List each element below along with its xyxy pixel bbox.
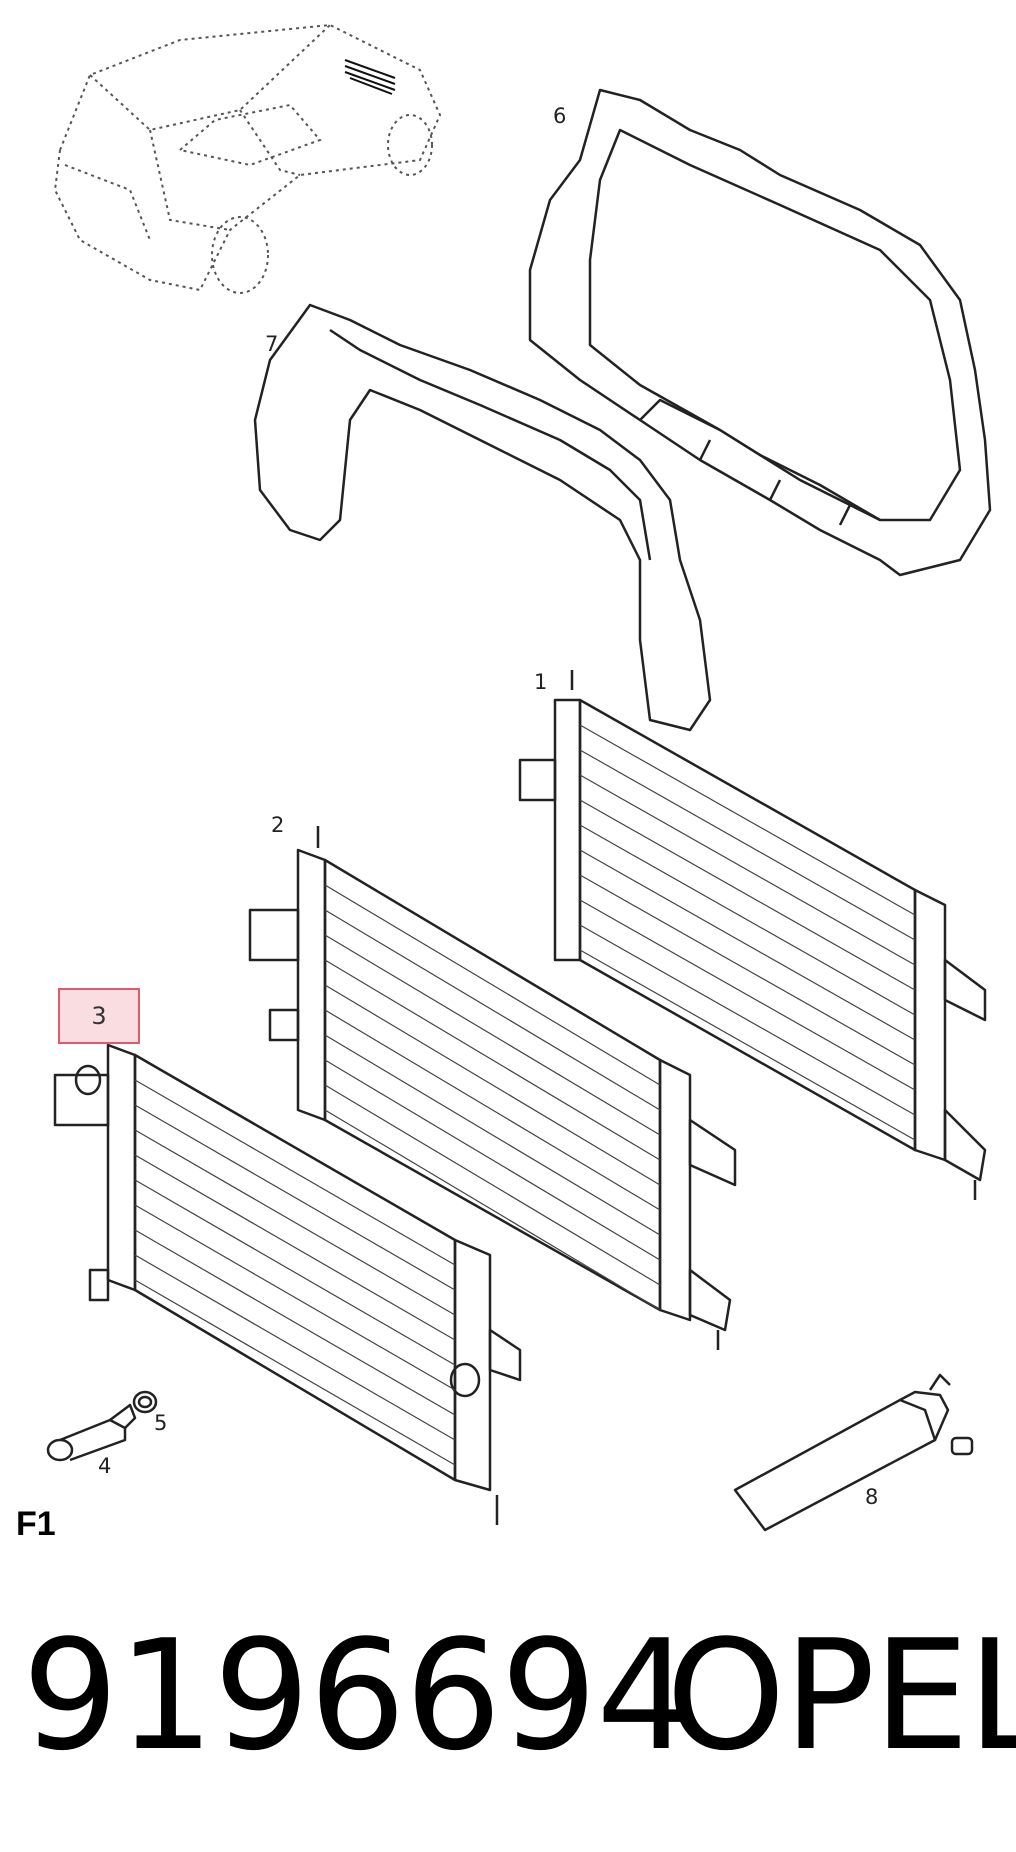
brand-name: OPEL: [666, 1607, 1016, 1784]
radiator-1-icon: [518, 670, 987, 1200]
radiator-3-fins-icon: [134, 1079, 456, 1466]
callout-8: 8: [865, 1485, 879, 1509]
part-5-seal-ring-icon: [132, 1390, 158, 1414]
part-8-tube-icon: [733, 1373, 974, 1532]
callout-7: 7: [265, 332, 279, 356]
part-6-frame-icon: [528, 88, 992, 577]
car-silhouette-icon: [53, 23, 442, 294]
callout-3-highlighted[interactable]: 3: [58, 988, 140, 1044]
radiator-1-fins-icon: [579, 724, 916, 1141]
part-4-drain-plug-icon: [46, 1403, 137, 1462]
callout-6: 6: [553, 104, 567, 128]
callout-4: 4: [98, 1454, 112, 1478]
radiator-2-icon: [248, 826, 737, 1350]
radiator-3-icon: [53, 1018, 522, 1525]
callout-5: 5: [154, 1411, 168, 1435]
highlighted-location-icon: [344, 59, 396, 95]
radiator-2-fins-icon: [324, 884, 661, 1311]
callout-2: 2: [271, 813, 285, 837]
callout-1: 1: [534, 670, 548, 694]
exploded-parts-diagram: [46, 23, 992, 1532]
part-number: 9196694: [22, 1607, 693, 1784]
part-7-shroud-icon: [253, 303, 712, 732]
figure-label: F1: [16, 1505, 56, 1543]
